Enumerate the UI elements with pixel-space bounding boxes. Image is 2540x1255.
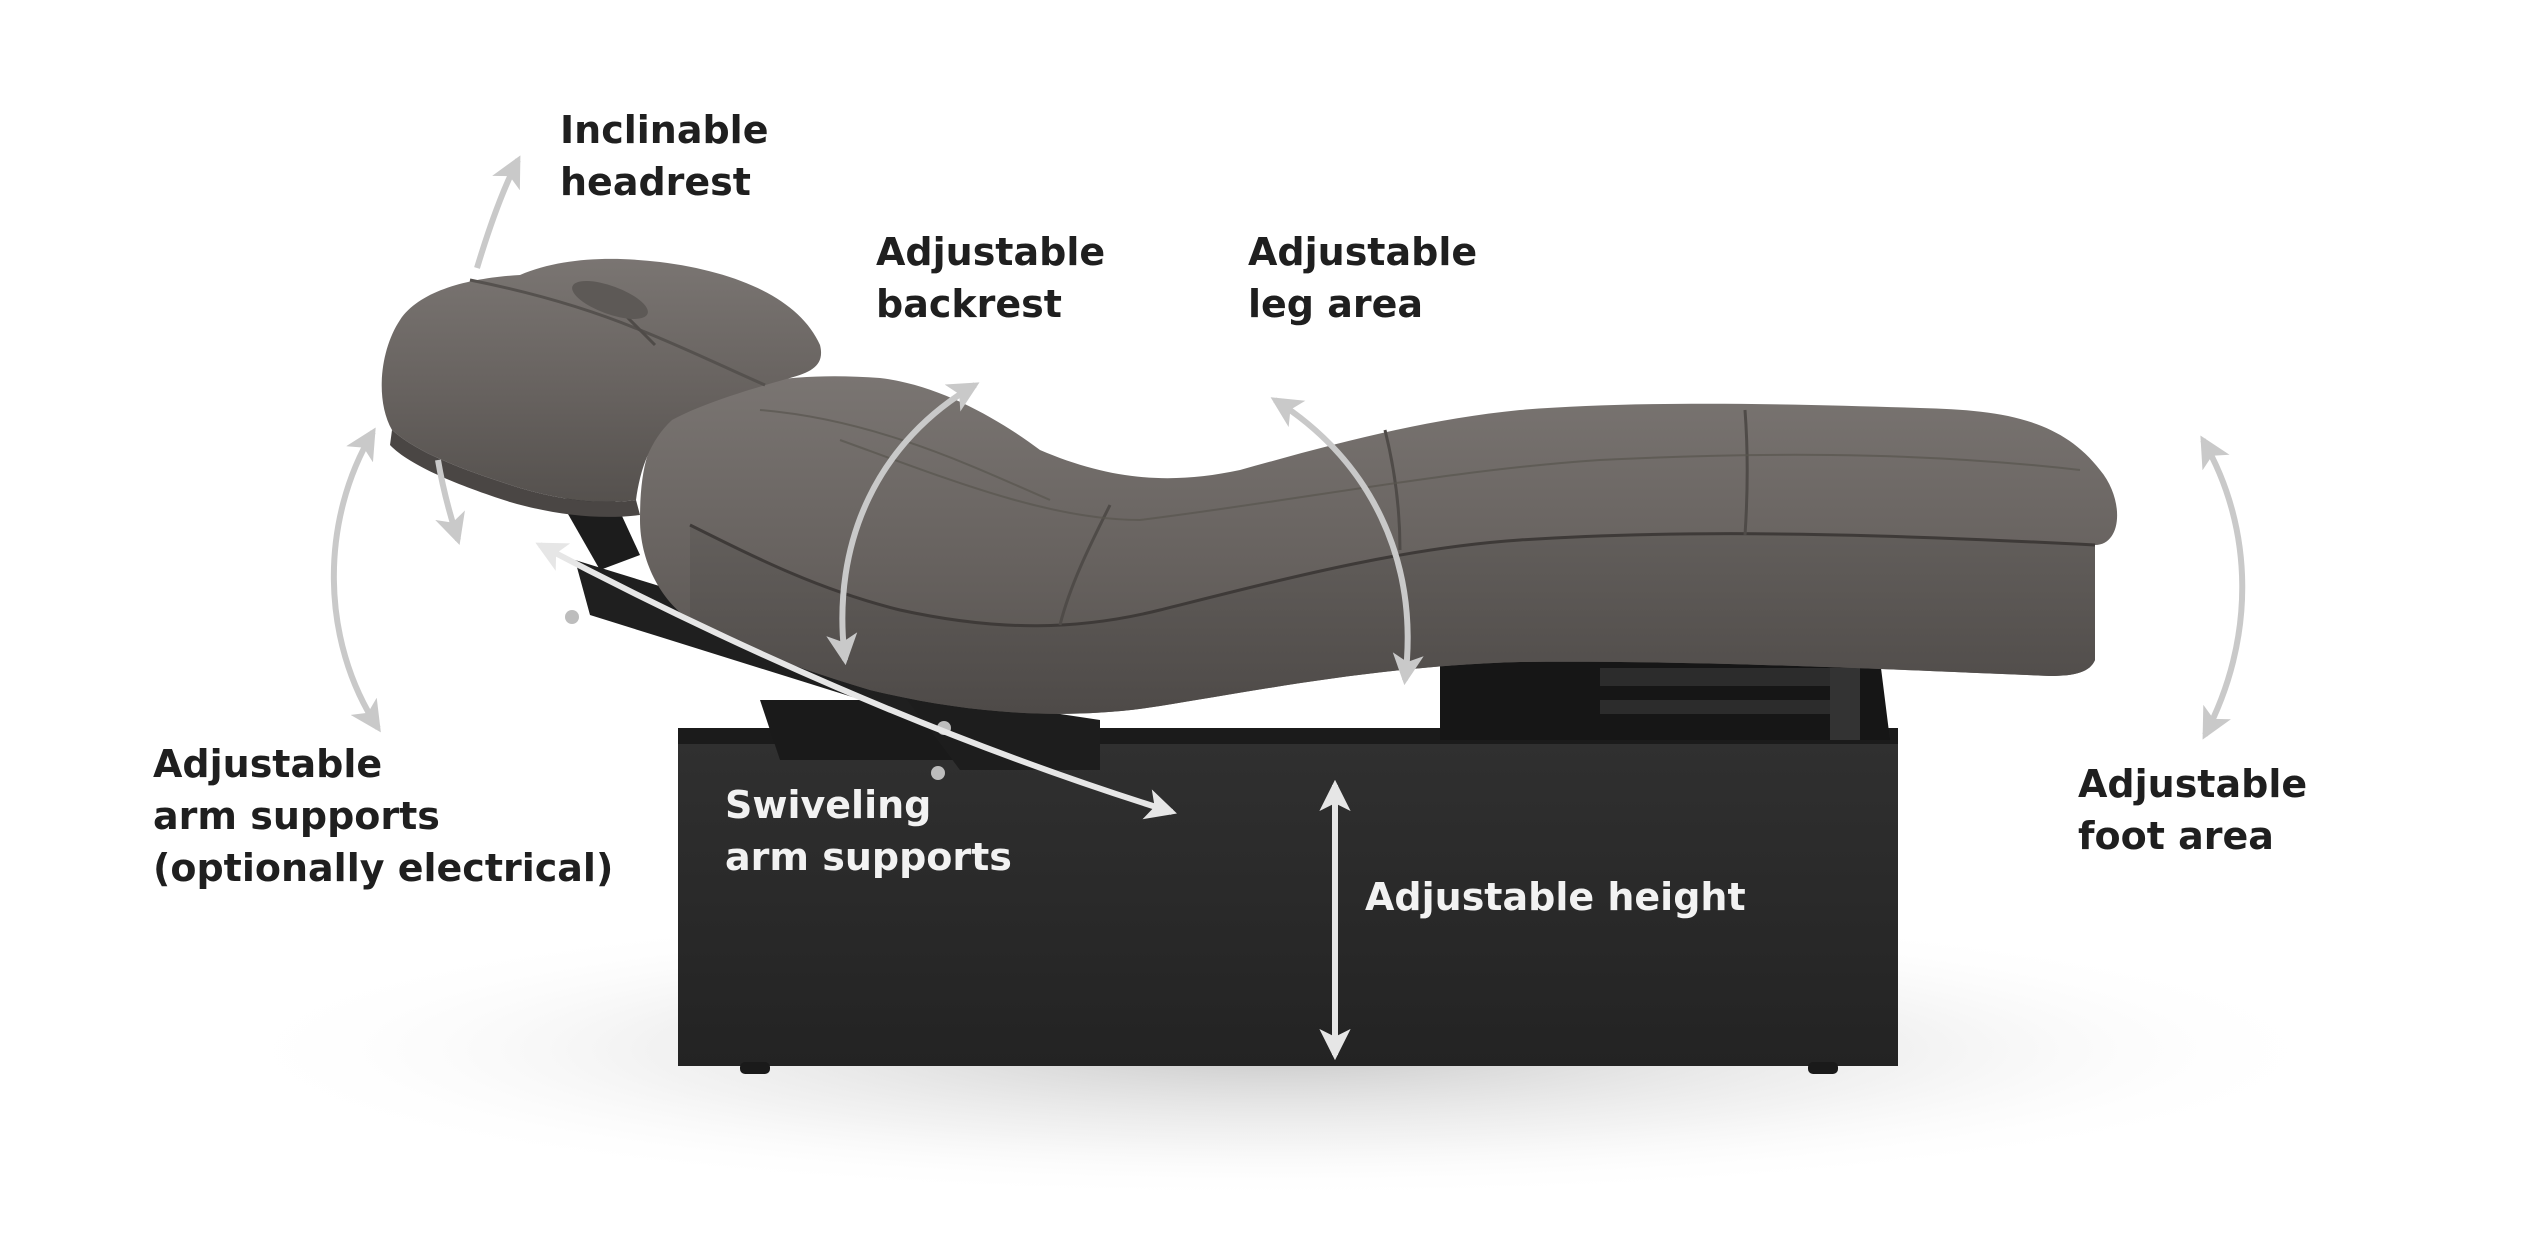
label-arm-supports: Adjustable arm supports (optionally elec… xyxy=(153,738,613,894)
label-arm-supports-line-2: arm supports xyxy=(153,794,440,838)
main-cushion xyxy=(640,376,2118,714)
label-backrest-line-1: Adjustable xyxy=(876,230,1106,274)
label-leg-area-line-1: Adjustable xyxy=(1248,230,1478,274)
foot-area-arrow xyxy=(2200,435,2246,740)
label-leg-area-line-2: leg area xyxy=(1248,282,1424,326)
label-swivel-arm-line-2: arm supports xyxy=(725,835,1012,879)
label-foot-area-line-1: Adjustable xyxy=(2078,762,2308,806)
label-headrest-line-2: headrest xyxy=(560,160,751,204)
leg-area-arrow xyxy=(1270,397,1424,686)
label-swivel-arm-line-1: Swiveling xyxy=(725,783,932,827)
label-foot-area-line-2: foot area xyxy=(2078,814,2274,858)
label-foot-area: Adjustable foot area xyxy=(2078,758,2307,862)
headrest-incline-arrow xyxy=(474,155,521,269)
label-swivel-arm: Swiveling arm supports xyxy=(725,779,1012,883)
label-height: Adjustable height xyxy=(1365,871,1746,923)
label-height-line-1: Adjustable height xyxy=(1365,875,1746,919)
headrest-down-arrow xyxy=(435,459,465,545)
arm-supports-arrow xyxy=(330,427,381,733)
swivel-arm-arrow xyxy=(535,542,1177,820)
label-arm-supports-line-3: (optionally electrical) xyxy=(153,846,614,890)
label-headrest: Inclinable headrest xyxy=(560,104,768,208)
label-arm-supports-line-1: Adjustable xyxy=(153,742,383,786)
label-backrest-line-2: backrest xyxy=(876,282,1062,326)
label-leg-area: Adjustable leg area xyxy=(1248,226,1477,330)
label-backrest: Adjustable backrest xyxy=(876,226,1105,330)
label-headrest-line-1: Inclinable xyxy=(560,108,769,152)
